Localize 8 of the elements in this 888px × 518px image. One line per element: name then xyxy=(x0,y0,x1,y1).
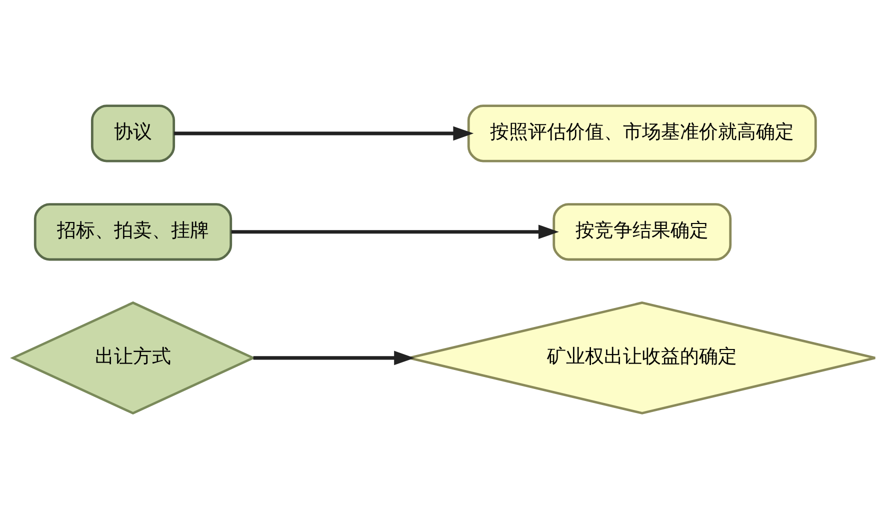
node-box: 招标、拍卖、挂牌 xyxy=(34,202,232,260)
arrow xyxy=(174,126,474,140)
arrow xyxy=(231,224,559,239)
node-box: 协议 xyxy=(90,104,176,162)
node-box: 按照评估价值、市场基准价就高确定 xyxy=(467,104,817,162)
node-box: 按竞争结果确定 xyxy=(552,202,732,260)
arrow xyxy=(253,350,415,365)
node-diamond: 出让方式 xyxy=(10,300,256,414)
